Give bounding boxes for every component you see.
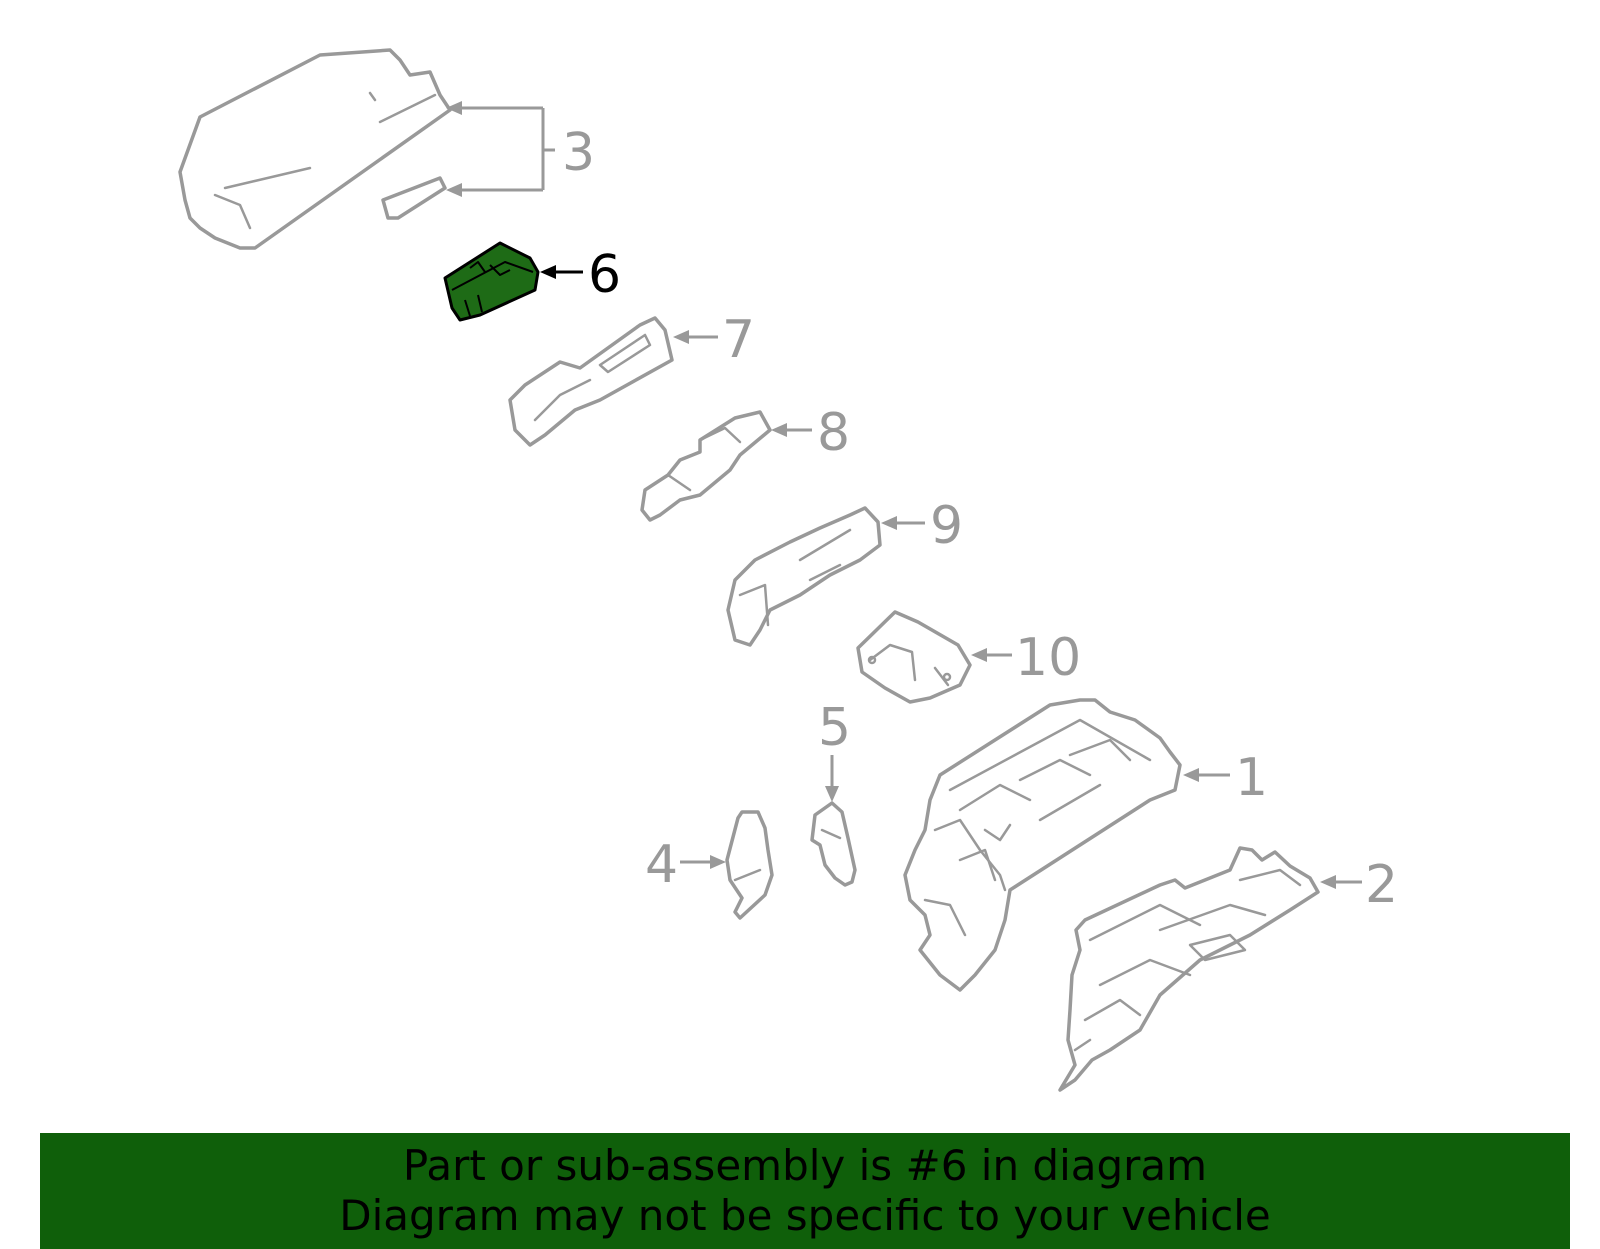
part-9-bracket[interactable] (726, 506, 882, 647)
leader-6 (540, 265, 583, 279)
leader-1 (1183, 768, 1230, 782)
part-4-clip[interactable] (725, 810, 774, 920)
banner-line-2: Diagram may not be specific to your vehi… (339, 1191, 1271, 1240)
leader-2 (1320, 875, 1362, 889)
leader-9 (881, 516, 925, 530)
callout-10: 10 (1015, 628, 1081, 688)
info-banner: Part or sub-assembly is #6 in diagram Di… (40, 1133, 1570, 1249)
callout-3: 3 (562, 123, 595, 183)
part-3-cover[interactable] (178, 48, 452, 250)
part-6-relay[interactable] (443, 241, 540, 322)
part-10-module[interactable] (856, 610, 972, 704)
callout-4: 4 (645, 835, 678, 895)
part-1-fuse-box[interactable] (903, 698, 1182, 992)
leader-3 (446, 101, 555, 197)
callout-1: 1 (1235, 748, 1268, 808)
callout-7: 7 (722, 310, 755, 370)
leader-8 (771, 423, 812, 437)
part-8-bracket[interactable] (640, 410, 772, 522)
part-5-clip[interactable] (810, 801, 857, 887)
part-7-bracket[interactable] (508, 316, 674, 447)
callout-2: 2 (1365, 855, 1398, 915)
callout-8: 8 (817, 403, 850, 463)
leader-7 (673, 330, 718, 344)
banner-line-1: Part or sub-assembly is #6 in diagram (402, 1141, 1208, 1190)
callout-9: 9 (930, 496, 963, 556)
leader-10 (971, 648, 1012, 662)
leader-5 (825, 755, 839, 802)
callout-5: 5 (818, 698, 851, 758)
leader-4 (680, 855, 726, 869)
part-2-lower-bracket[interactable] (1058, 846, 1320, 1092)
callout-6: 6 (588, 245, 621, 305)
